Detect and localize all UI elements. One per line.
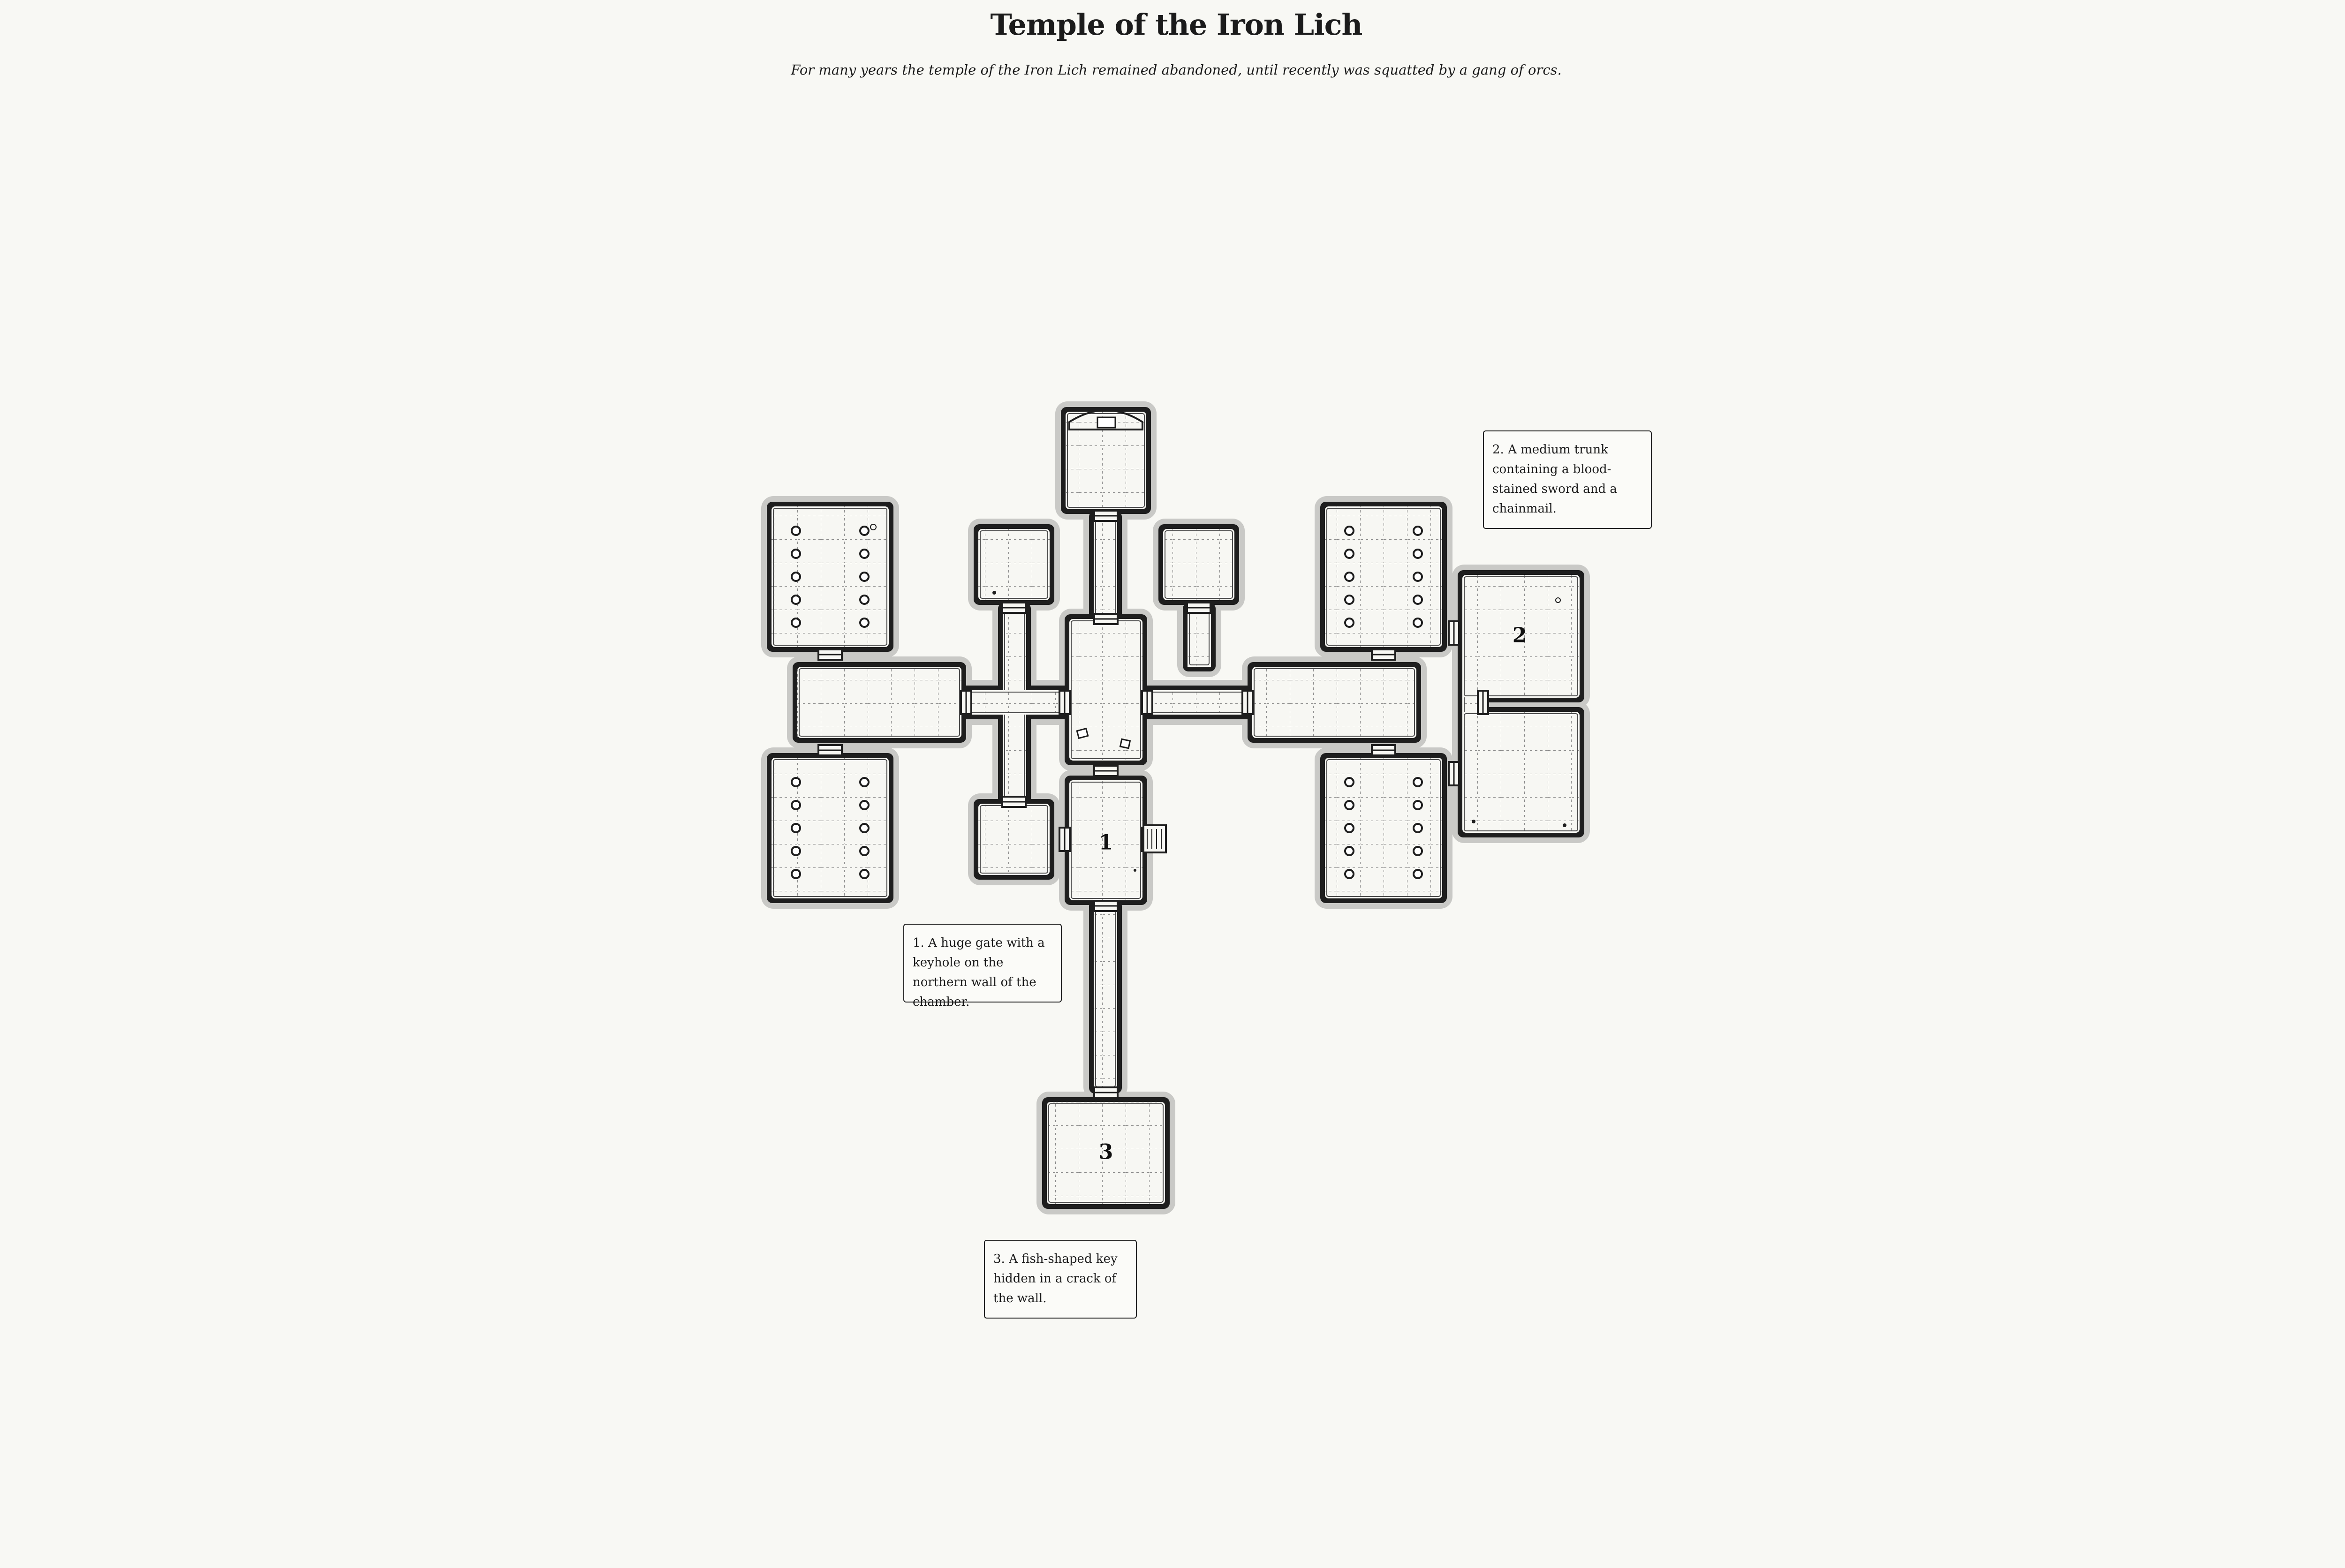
pillar-39	[1413, 846, 1423, 856]
altar	[1097, 416, 1116, 429]
room-3-inner-edge	[1048, 1103, 1164, 1203]
pillar-8	[859, 572, 870, 582]
pillar-17	[859, 800, 870, 810]
pillar-19	[859, 846, 870, 856]
map-wall-layer	[767, 407, 1584, 1209]
map-subtitle: For many years the temple of the Iron Li…	[791, 62, 1562, 78]
pillar-36	[1413, 777, 1423, 787]
room-sw-cell-grid	[978, 804, 1050, 875]
pillar-35	[1344, 869, 1354, 879]
pillar-31	[1344, 777, 1354, 787]
pillar-18	[859, 823, 870, 833]
pillar-2	[791, 549, 801, 559]
debris-room-1	[1134, 869, 1136, 872]
shrine-apse	[1068, 409, 1143, 430]
debris-room-2	[1472, 820, 1475, 823]
room-east-cross-hall-grid	[1252, 667, 1416, 738]
pillar-13	[791, 823, 801, 833]
room-label-3: 3	[1099, 1140, 1113, 1164]
pillar-37	[1413, 800, 1423, 810]
pillar-40	[1413, 869, 1423, 879]
room-central-chamber-grid	[1069, 619, 1142, 761]
pillar-16	[859, 777, 870, 787]
map-title: Temple of the Iron Lich	[990, 8, 1362, 42]
room-west-upper-hall-inner-edge	[773, 508, 887, 646]
pillar-24	[1344, 595, 1354, 605]
map-props-layer	[791, 409, 1566, 879]
note-room-1: 1. A huge gate with a keyhole on the nor…	[903, 924, 1062, 1009]
room-2-south-grid	[1462, 712, 1580, 833]
pillar-9	[859, 595, 870, 605]
pillar-33	[1344, 823, 1354, 833]
room-1-grid	[1069, 780, 1142, 900]
room-2-south-inner-edge	[1464, 713, 1578, 831]
room-west-lower-hall-inner-edge	[773, 759, 887, 897]
trunk-room-2	[1555, 597, 1561, 603]
pillar-29	[1413, 595, 1423, 605]
note-room-3: 3. A fish-shaped key hidden in a crack o…	[984, 1240, 1137, 1319]
room-west-cross-hall-inner-edge	[799, 668, 960, 737]
pillar-1	[791, 526, 801, 536]
map-door-layer	[817, 510, 1489, 1099]
note-room-2: 2. A medium trunk containing a blood-sta…	[1483, 430, 1652, 529]
room-ne-cell-grid	[1163, 529, 1234, 600]
pillar-3	[791, 572, 801, 582]
corridor-ne-vertical-grid	[1188, 608, 1211, 667]
pillar-6	[859, 526, 870, 536]
pillar-14	[791, 846, 801, 856]
room-north-shrine-inner-edge	[1067, 413, 1145, 508]
pillar-11	[791, 777, 801, 787]
room-1-inner-edge	[1071, 782, 1141, 899]
pillar-30	[1413, 618, 1423, 628]
room-nw-cell-grid	[978, 529, 1050, 600]
room-east-lower-hall-grid	[1325, 758, 1442, 898]
room-ne-cell-inner-edge	[1165, 530, 1233, 599]
room-label-1: 1	[1099, 831, 1113, 855]
room-2-north-grid	[1462, 575, 1580, 698]
room-west-lower-hall-grid	[772, 758, 889, 898]
corridor-south-grid	[1094, 905, 1117, 1089]
pillar-15	[791, 869, 801, 879]
room-east-upper-hall-inner-edge	[1326, 508, 1441, 646]
pillar-32	[1344, 800, 1354, 810]
pillar-5	[791, 618, 801, 628]
pillar-38	[1413, 823, 1423, 833]
room-west-upper-hall-grid	[772, 506, 889, 647]
pillar-10	[859, 618, 870, 628]
pillar-21	[1344, 526, 1354, 536]
pillar-25	[1344, 618, 1354, 628]
pillar-12	[791, 800, 801, 810]
pillar-28	[1413, 572, 1423, 582]
room-3-grid	[1047, 1102, 1165, 1204]
room-label-2: 2	[1513, 624, 1527, 648]
pillar-7	[859, 549, 870, 559]
statue-west	[870, 524, 877, 530]
room-nw-cell-inner-edge	[980, 530, 1048, 599]
room-west-cross-hall-grid	[797, 667, 961, 738]
debris-nw-cell	[992, 591, 996, 595]
room-2-north-inner-edge	[1464, 576, 1578, 696]
pillar-26	[1413, 526, 1423, 536]
pillar-34	[1344, 846, 1354, 856]
pillar-4	[791, 595, 801, 605]
room-east-upper-hall-grid	[1325, 506, 1442, 647]
room-east-cross-hall-inner-edge	[1254, 668, 1415, 737]
debris-room-2b	[1563, 823, 1566, 827]
corridor-north-grid	[1094, 516, 1117, 620]
pillar-22	[1344, 549, 1354, 559]
pillar-23	[1344, 572, 1354, 582]
trunk-marker	[1119, 738, 1131, 749]
pillar-20	[859, 869, 870, 879]
rubble-1	[1076, 727, 1089, 739]
corridor-east-grid	[1142, 690, 1253, 715]
room-east-lower-hall-inner-edge	[1326, 759, 1441, 897]
corridor-west-grid	[961, 690, 1070, 715]
pillar-27	[1413, 549, 1423, 559]
